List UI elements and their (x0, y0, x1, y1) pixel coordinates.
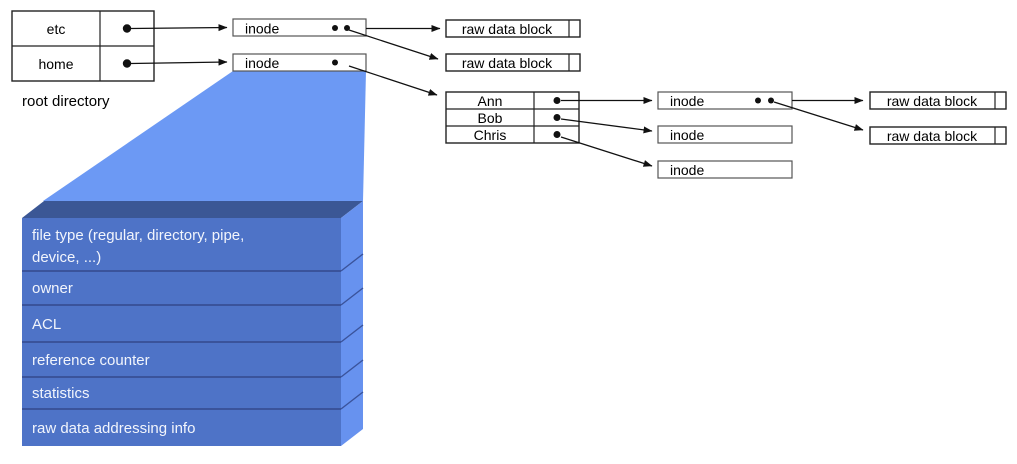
slab-divider-side (340, 359, 364, 378)
inode-box-etc: inode (232, 18, 367, 37)
inode-box-chris: inode (657, 160, 793, 179)
field-file-type-line2: device, ...) (32, 249, 101, 266)
pointer-dot-icon (768, 97, 774, 104)
entry-chris: Chris (474, 127, 507, 143)
field-reference-counter: reference counter (32, 352, 150, 369)
slab-side-face (341, 201, 363, 446)
slab-divider-side (340, 287, 364, 306)
slab-top-face (22, 201, 363, 218)
raw-data-block-4: raw data block (869, 126, 1007, 145)
entry-home: home (38, 56, 73, 72)
slab-divider-side (340, 391, 364, 410)
arrow-inode2-to-homedir (348, 65, 438, 96)
raw-data-block-label: raw data block (887, 128, 978, 144)
inode-zoom-beam (43, 71, 366, 201)
raw-data-block-label: raw data block (887, 93, 978, 109)
raw-data-block-label: raw data block (462, 21, 553, 37)
pointer-dot-icon (332, 59, 338, 66)
field-acl: ACL (32, 316, 61, 333)
arrow-etc-to-inode (130, 24, 228, 32)
entry-etc: etc (47, 21, 66, 37)
arrow-inode3-to-rawblock4 (773, 101, 864, 131)
root-directory-caption: root directory (22, 93, 110, 110)
pointer-arrows (130, 24, 864, 167)
pointer-dot-icon (553, 97, 561, 104)
arrow-bob-to-inode (560, 118, 653, 134)
pointer-dot-icon (344, 25, 350, 31)
inode-label: inode (670, 127, 704, 143)
root-directory-table: etc home (11, 10, 155, 82)
inode-label: inode (245, 55, 279, 71)
inode-box-ann: inode (657, 91, 793, 110)
arrow-chris-to-inode (560, 136, 653, 167)
field-raw-data-addressing: raw data addressing info (32, 420, 195, 437)
inode-label: inode (245, 21, 279, 37)
inode-label: inode (670, 162, 704, 178)
entry-ann: Ann (478, 93, 503, 109)
field-owner: owner (32, 280, 73, 297)
entry-bob: Bob (478, 110, 503, 126)
raw-data-block-1: raw data block (445, 19, 581, 38)
field-file-type-line1: file type (regular, directory, pipe, (32, 227, 244, 244)
pointer-dot-icon (553, 131, 561, 138)
slab-divider-side (340, 253, 364, 272)
inode-box-bob: inode (657, 125, 793, 144)
slab-divider-side (340, 324, 364, 343)
pointer-dot-icon (553, 114, 561, 121)
inode-box-home: inode (232, 53, 367, 72)
raw-data-block-label: raw data block (462, 55, 553, 71)
pointer-dot-icon (755, 97, 761, 104)
arrow-home-to-inode (130, 58, 228, 66)
inode-detail-slab: file type (regular, directory, pipe, dev… (22, 201, 364, 446)
pointer-dot-icon (332, 25, 338, 31)
inode-label: inode (670, 93, 704, 109)
raw-data-block-2: raw data block (445, 53, 581, 72)
raw-data-block-3: raw data block (869, 91, 1007, 110)
field-statistics: statistics (32, 385, 90, 402)
home-directory-table: Ann Bob Chris (445, 91, 580, 144)
pointer-dot-icon (122, 24, 132, 33)
pointer-dot-icon (122, 59, 132, 68)
arrow-inode1-to-rawblock2 (348, 29, 439, 60)
